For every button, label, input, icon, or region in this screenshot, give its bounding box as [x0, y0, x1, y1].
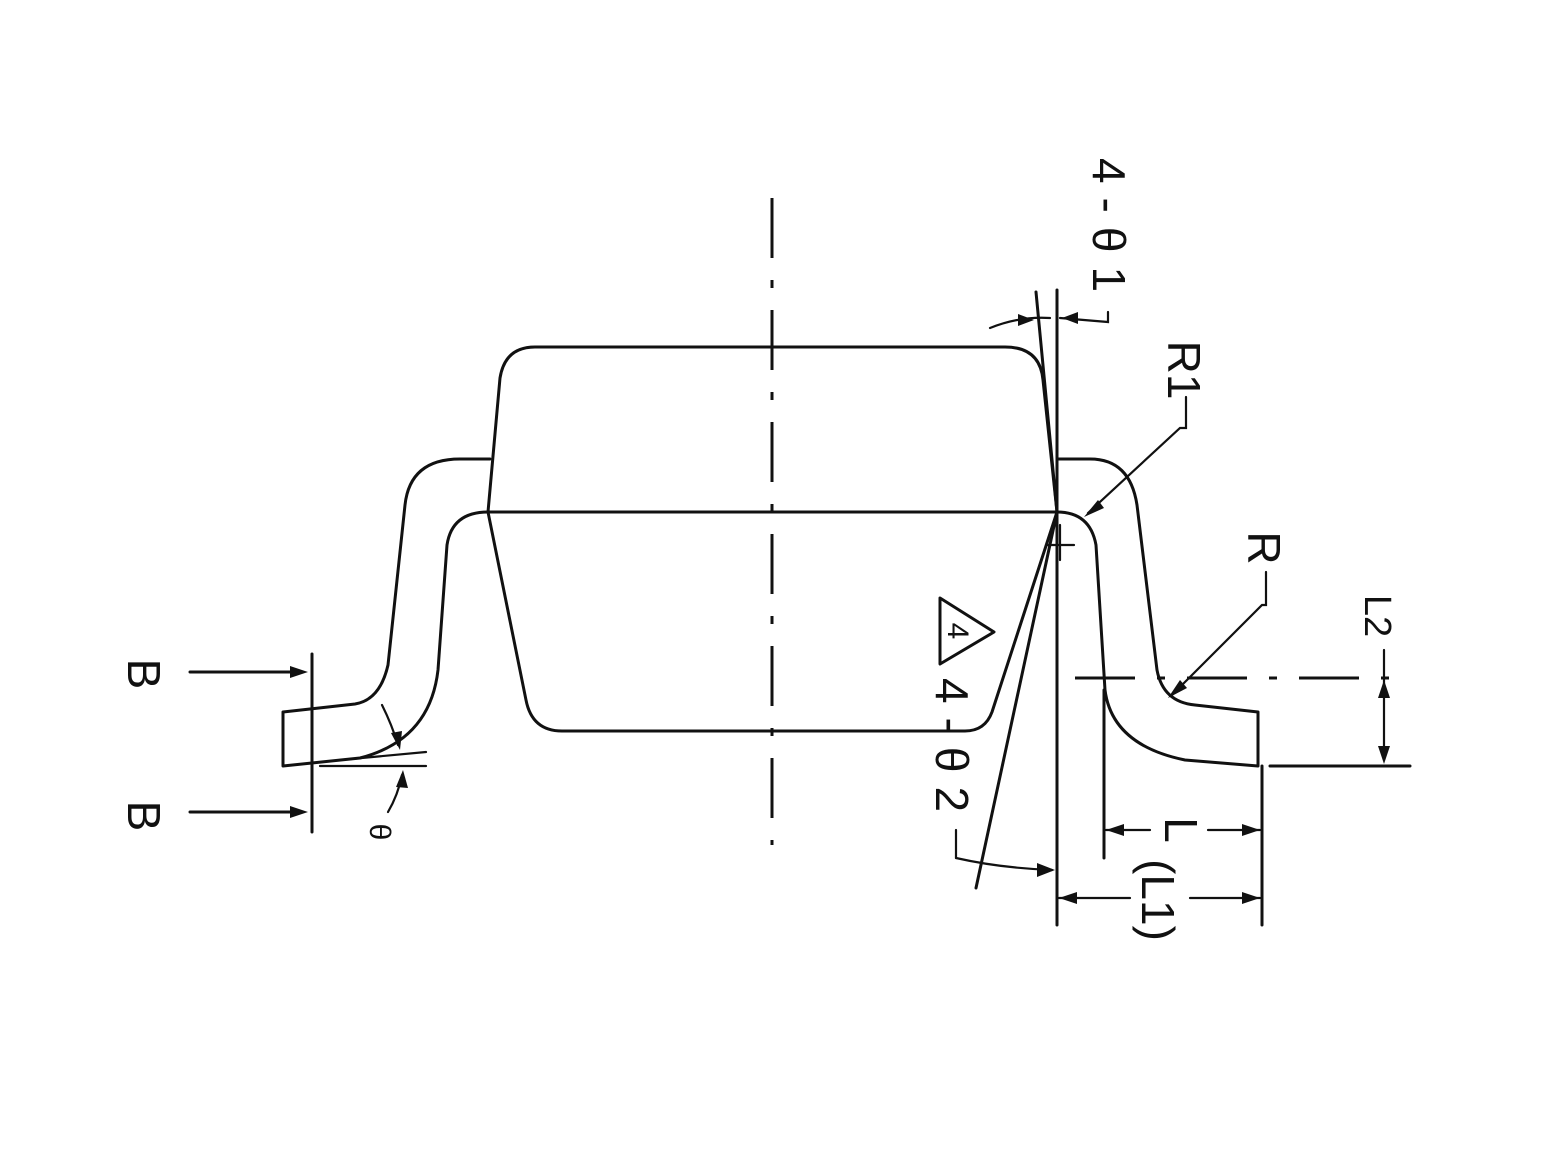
label-theta2-note: 4-θ2 [926, 678, 978, 826]
label-l1: (L1) [1132, 859, 1184, 941]
label-l: L [1155, 817, 1207, 843]
l-arrow-right [1242, 824, 1260, 836]
theta2-arrowhead [1037, 863, 1055, 877]
l2-arrow-top [1378, 680, 1390, 698]
r1-leader [1086, 395, 1188, 515]
l2-arrow-bottom [1378, 746, 1390, 764]
label-b-bottom: B [118, 801, 170, 832]
left-lead-outer [281, 457, 492, 768]
theta1-arrowhead-right [1062, 312, 1078, 324]
b-top-arrowhead [290, 666, 308, 678]
theta2-draft-line [974, 510, 1059, 890]
label-r: R [1238, 531, 1290, 564]
theta1-draft-line [1034, 290, 1059, 514]
l1-arrow-right [1242, 892, 1260, 904]
l1-arrow-left [1059, 892, 1077, 904]
right-lead-outer [1055, 457, 1260, 768]
theta-ref-line-2 [338, 750, 428, 762]
r-arrowhead [1168, 680, 1187, 698]
label-l2: L2 [1356, 595, 1398, 637]
theta1-arrowhead-left [1018, 314, 1034, 326]
b-bottom-arrowhead [290, 806, 308, 818]
theta-arrow-upper [391, 731, 402, 750]
label-theta1-note: 4-θ1 [1083, 158, 1135, 306]
label-b-top: B [118, 659, 170, 690]
theta-arrow-lower [396, 770, 408, 788]
r-leader [1170, 570, 1268, 697]
package-body-outline [486, 345, 1059, 733]
label-theta: θ [363, 824, 396, 841]
triangle-note-icon [938, 596, 996, 666]
r1-arrowhead [1084, 500, 1104, 517]
label-r1: R1 [1158, 341, 1210, 400]
label-note-mark: 4 [941, 623, 974, 640]
l-arrow-left [1106, 824, 1124, 836]
